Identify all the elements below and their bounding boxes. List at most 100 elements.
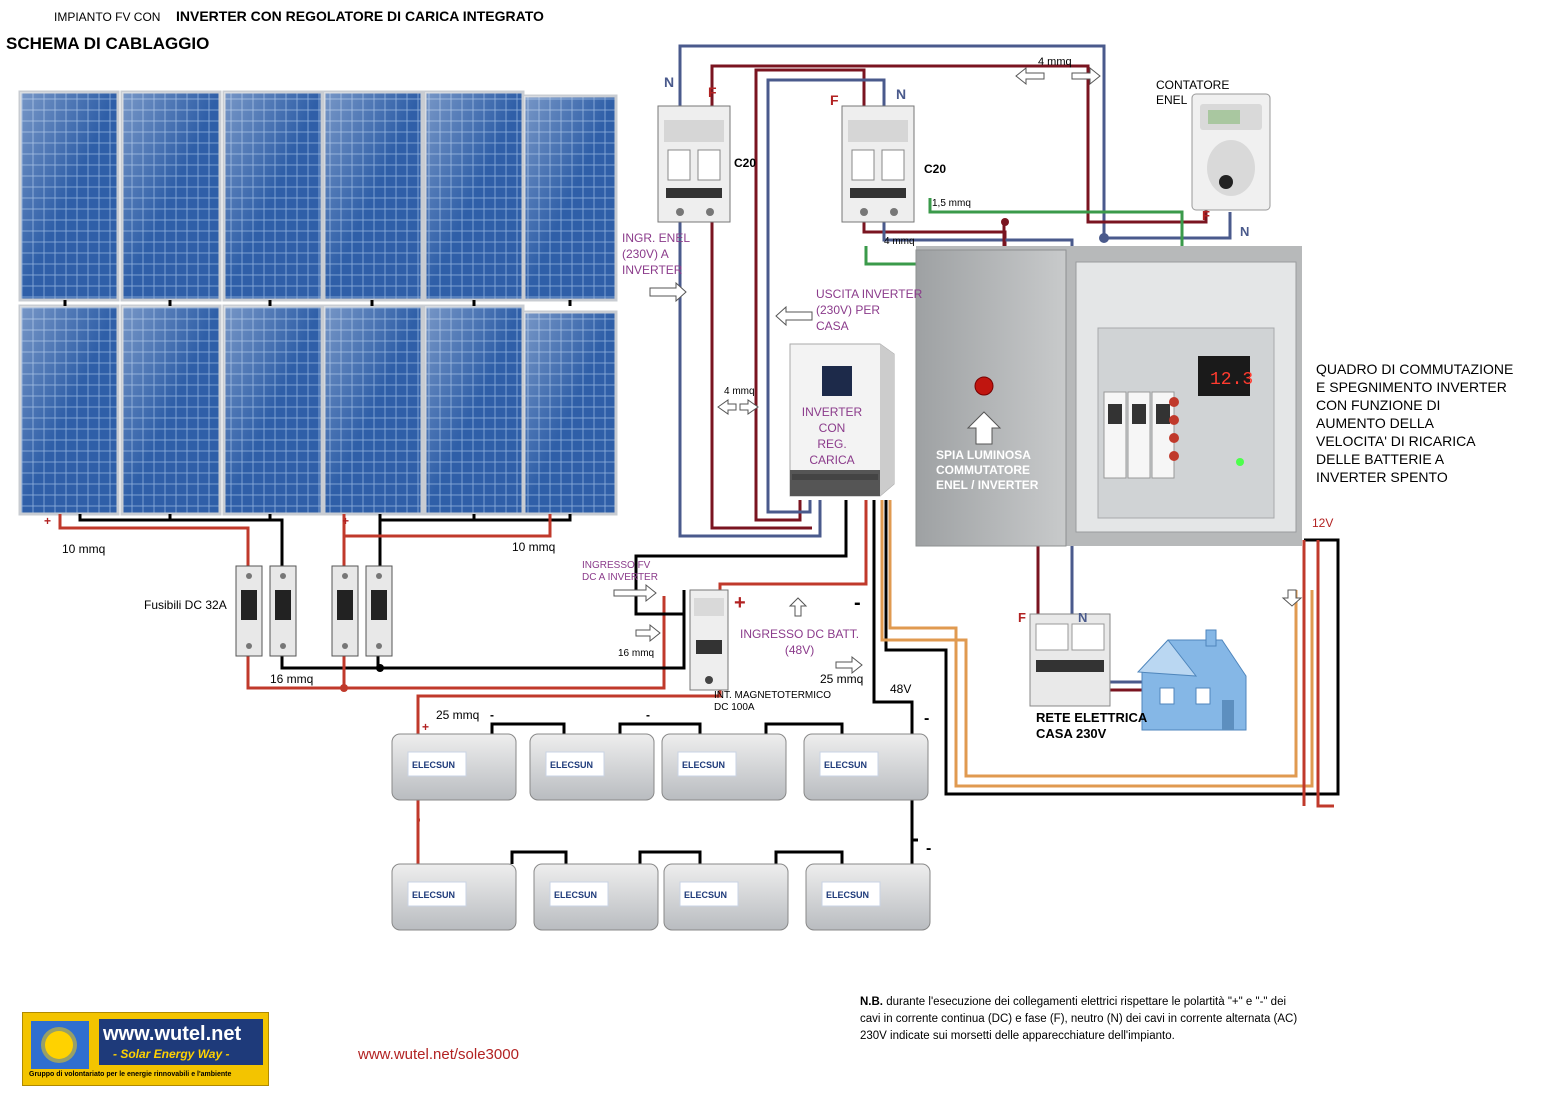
arrow-right-icon: [1071, 66, 1101, 86]
remote-control-label: CONTROLLO REMOTO ON/OFF INVERTER: [1156, 562, 1287, 591]
title-main: INVERTER CON REGOLATORE DI CARICA INTEGR…: [176, 8, 544, 24]
cable-size-label: 25 mmq: [436, 708, 480, 722]
arrow-up-icon: [966, 411, 1002, 445]
cable-size-label: 10 mmq: [62, 542, 106, 556]
website-link[interactable]: www.wutel.net/sole3000: [358, 1046, 519, 1063]
cable-size-label: 10 mmq: [512, 540, 556, 554]
arrow-right-icon: [613, 583, 657, 603]
neutral-label: N: [1078, 610, 1088, 625]
battery: ELECSUN: [661, 733, 787, 801]
solar-panel: [522, 310, 618, 516]
direction-arrows: [613, 66, 1303, 675]
cable-size-label: 4 mmq: [724, 386, 755, 397]
solar-panel: [322, 90, 424, 302]
inverter-unit: [789, 343, 895, 497]
svg-text:ELECSUN: ELECSUN: [826, 890, 869, 900]
phase-label: F: [708, 84, 717, 100]
dc-breaker-100a: [689, 589, 729, 691]
voltage-label: 48V: [890, 682, 912, 696]
svg-text:ELECSUN: ELECSUN: [824, 760, 867, 770]
wutel-logo: www.wutel.net - Solar Energy Way - Grupp…: [22, 1012, 269, 1086]
solar-panel: [222, 304, 324, 516]
battery: ELECSUN: [663, 863, 789, 931]
svg-text:ELECSUN: ELECSUN: [412, 760, 455, 770]
pv-dc-wiring: [58, 514, 686, 690]
negative-pole: -: [646, 708, 650, 722]
arrow-left-icon: [717, 399, 737, 415]
battery: ELECSUN: [803, 733, 929, 801]
c20-breaker-inverter: [841, 105, 915, 223]
enel-meter: [1191, 93, 1271, 211]
battery-input-label: INGRESSO DC BATT. (48V): [740, 627, 860, 657]
inverter-label: INVERTER CON REG. CARICA: [801, 405, 863, 467]
solar-panel: [423, 304, 525, 516]
solar-panel-array: [18, 90, 618, 516]
solar-panel: [18, 304, 120, 516]
negative-pole: -: [854, 592, 861, 614]
cable-size-label: 1,5 mmq: [932, 198, 971, 209]
battery: ELECSUN: [529, 733, 655, 801]
positive-pole: +: [342, 514, 350, 528]
subtitle: SCHEMA DI CABLAGGIO: [6, 34, 210, 53]
solar-panel: [423, 90, 525, 302]
cable-size-label: 4 mmq: [1038, 56, 1072, 68]
logo-tagline: - Solar Energy Way -: [113, 1047, 230, 1061]
breaker-rating-label: C20: [924, 162, 947, 176]
svg-text:ELECSUN: ELECSUN: [554, 890, 597, 900]
arrow-left-icon: [775, 305, 813, 327]
title-prefix: IMPIANTO FV CON: [54, 10, 161, 24]
meter-label: CONTATORE ENEL: [1156, 78, 1230, 107]
arrow-right-icon: [739, 399, 759, 415]
house-breaker: [1029, 613, 1111, 707]
voltage-label: 12V: [1312, 516, 1334, 530]
positive-pole: +: [44, 514, 52, 528]
neutral-label: N: [896, 86, 907, 102]
logo-site: www.wutel.net: [103, 1023, 242, 1045]
arrow-up-icon: [788, 597, 808, 617]
solar-panel: [222, 90, 324, 302]
phase-label: F: [1018, 610, 1026, 625]
cable-size-label: 4 mmq: [884, 236, 915, 247]
note-prefix: N.B.: [860, 996, 883, 1008]
enel-input-label: INGR. ENEL (230V) A INVERTER: [622, 231, 691, 277]
battery: ELECSUN: [391, 863, 517, 931]
svg-text:ELECSUN: ELECSUN: [682, 760, 725, 770]
negative-pole: -: [926, 840, 932, 857]
switching-panel: 12.3: [915, 246, 1302, 547]
dc-fuse: [365, 565, 393, 657]
dc-fuse: [235, 565, 263, 657]
cable-size-label: 16 mmq: [618, 648, 655, 659]
inverter-output-label: USCITA INVERTER (230V) PER CASA: [816, 287, 923, 333]
svg-text:ELECSUN: ELECSUN: [550, 760, 593, 770]
house-grid-label: RETE ELETTRICA CASA 230V: [1036, 710, 1148, 741]
arrow-right-icon: [635, 623, 661, 643]
phase-label: F: [1202, 208, 1210, 223]
sun-icon: [31, 1021, 89, 1069]
pv-input-label: INGRESSO FV DC A INVERTER: [582, 560, 658, 583]
neutral-label: N: [1240, 224, 1250, 239]
dc-fuse: [269, 565, 297, 657]
note-text: durante l'esecuzione dei collegamenti el…: [860, 996, 1298, 1042]
panel-series-links: [63, 300, 572, 306]
solar-panel: [322, 304, 424, 516]
dc-breaker-label: INT. MAGNETOTERMICO DC 100A: [714, 690, 832, 713]
ac-wiring: [678, 44, 1232, 538]
logo-footer: Gruppo di volontariato per le energie ri…: [29, 1071, 232, 1078]
switching-panel-label: QUADRO DI COMMUTAZIONE E SPEGNIMENTO INV…: [1316, 361, 1514, 485]
safety-note: N.B. durante l'esecuzione dei collegamen…: [860, 994, 1305, 1045]
solar-panel: [120, 90, 222, 302]
dc-fuse-group: [235, 565, 393, 657]
cable-size-label: 25 mmq: [820, 672, 864, 686]
solar-panel: [18, 90, 120, 302]
positive-pole: +: [734, 592, 746, 614]
positive-pole: +: [422, 720, 430, 734]
neutral-label: N: [664, 74, 675, 90]
c20-breaker-enel: [657, 105, 731, 223]
svg-text:ELECSUN: ELECSUN: [412, 890, 455, 900]
phase-label: F: [830, 92, 839, 108]
dc-fuse: [331, 565, 359, 657]
arrow-down-icon: [1281, 589, 1303, 607]
negative-pole: -: [924, 710, 930, 727]
fuses-label: Fusibili DC 32A: [144, 598, 227, 612]
